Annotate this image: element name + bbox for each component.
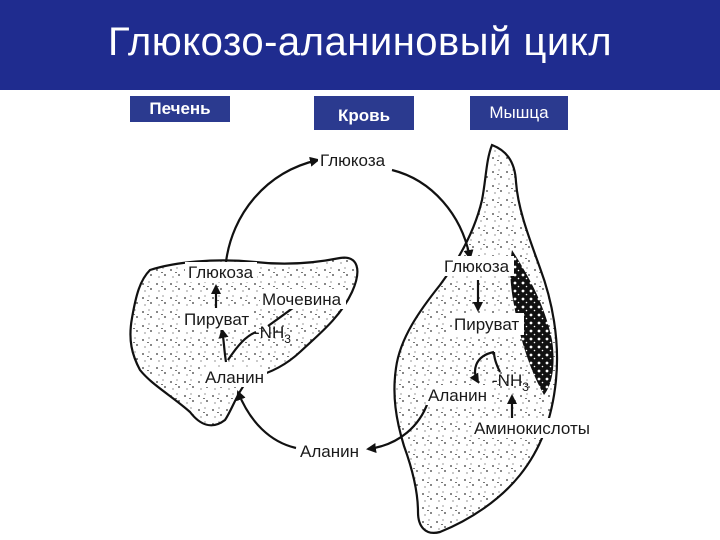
label-liver-alanine: Аланин — [205, 368, 264, 387]
arrow-liver-alanine-to-pyruvate — [218, 328, 229, 363]
header-liver: Печень — [130, 96, 230, 122]
arrow-muscle-to-blood-alanine — [366, 401, 430, 453]
header-blood: Кровь — [314, 96, 414, 130]
label-liver-glucose: Глюкоза — [188, 263, 254, 282]
label-urea: Мочевина — [262, 290, 342, 309]
page-title: Глюкозо-аланиновый цикл — [107, 20, 613, 64]
label-liver-nh3: -NH3 — [254, 323, 291, 346]
arrow-blood-alanine-to-liver — [236, 390, 297, 450]
label-muscle-pyruvate: Пируват — [454, 315, 519, 334]
arrow-liver-to-blood-glucose — [224, 156, 320, 263]
arrow-muscle-nh3-transfer — [492, 351, 501, 373]
arrow-muscle-pyruvate-to-alanine — [469, 350, 495, 384]
muscle-dark-region — [510, 250, 554, 395]
title-bar — [0, 0, 720, 90]
arrow-liver-nh3-release — [227, 330, 257, 361]
label-muscle-alanine: Аланин — [428, 386, 487, 405]
label-liver-pyruvate: Пируват — [184, 310, 249, 329]
label-amino-acids: Аминокислоты — [474, 419, 590, 438]
label-muscle-glucose: Глюкоза — [444, 257, 510, 276]
label-blood-alanine: Аланин — [300, 442, 359, 461]
label-muscle-nh3: -NH3 — [492, 371, 529, 394]
label-blood-glucose: Глюкоза — [320, 151, 386, 170]
arrow-blood-glucose-to-muscle — [391, 168, 474, 260]
header-muscle: Мышца — [470, 96, 568, 130]
